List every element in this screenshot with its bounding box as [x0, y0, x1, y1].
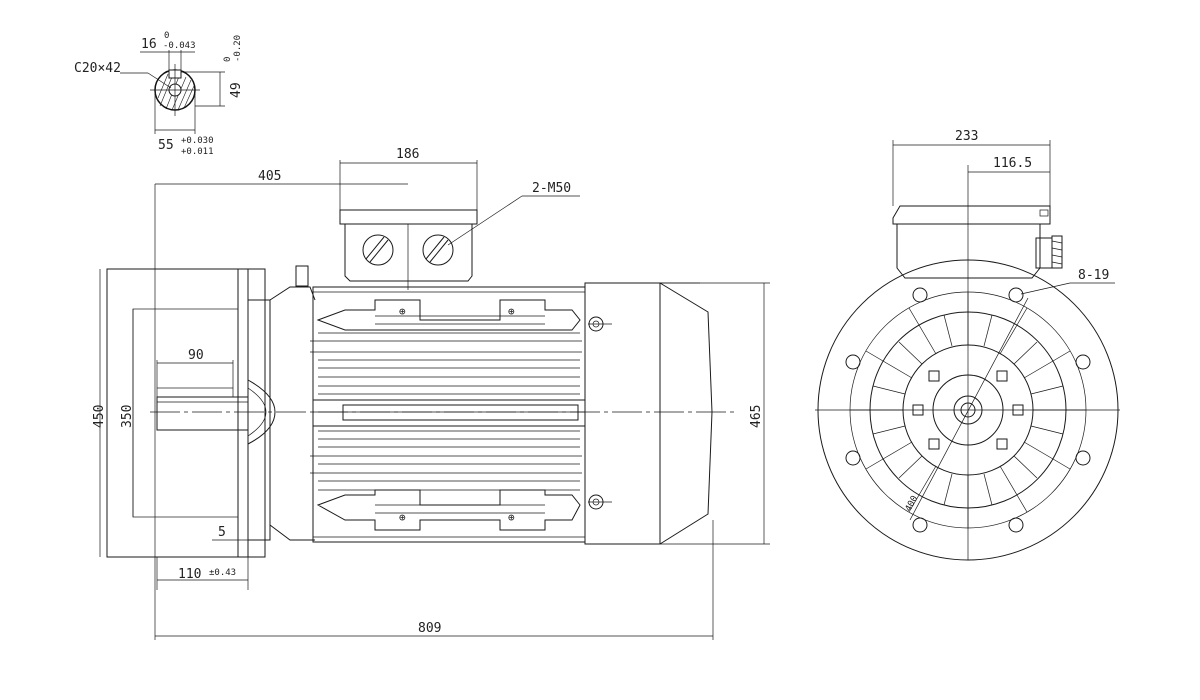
bolt-mark: ⊕ — [399, 305, 406, 318]
end-box-width-label: 233 — [955, 129, 978, 144]
flange-circle — [817, 259, 1119, 561]
center-hole-label: C20×42 — [74, 61, 121, 76]
cable-gland-label: 2-M50 — [532, 181, 571, 196]
key-height-tol-lower: -0.20 — [233, 35, 243, 62]
shaft-diameter-label: 55 — [158, 138, 174, 153]
flange-holes-label: 8-19 — [1078, 268, 1109, 283]
flange-hole — [1008, 287, 1024, 303]
terminal-box — [339, 209, 478, 290]
flange-hole — [1008, 517, 1024, 533]
end-view-dimensions: 233 116.5 8-19 400 — [892, 129, 1115, 521]
flange-holes — [845, 287, 1091, 533]
spigot-depth-label: 5 — [218, 525, 226, 540]
end-box-half-label: 116.5 — [993, 156, 1032, 171]
bolt-mark: ⊕ — [508, 305, 515, 318]
fan-ribs — [870, 312, 1066, 508]
shaft-section-view: C20×42 16 0 -0.043 49 0 -0.20 55 +0.030 … — [74, 31, 244, 157]
key-length-label: 90 — [188, 348, 204, 363]
bolt-mark: ⊕ — [508, 511, 515, 524]
end-view — [815, 165, 1120, 561]
flange-hole — [912, 517, 928, 533]
motor-frame — [312, 286, 586, 543]
bolt-mark: ⊕ — [399, 511, 406, 524]
side-view-dimensions: 186 405 2-M50 90 450 350 5 110 ±0.43 809 — [92, 147, 770, 640]
flange-diameter-label: 450 — [92, 405, 107, 428]
motor-height-label: 465 — [749, 405, 764, 428]
flange-hole — [912, 287, 928, 303]
shaft-diameter-tol-upper: +0.030 — [181, 136, 214, 146]
keyway-width-tol-upper: 0 — [164, 31, 169, 41]
flange-outline — [106, 268, 266, 558]
end-terminal-box — [892, 205, 1063, 279]
key — [156, 387, 234, 398]
key-height-label: 49 — [229, 82, 244, 98]
cooling-fins — [310, 332, 582, 491]
terminal-box-width-label: 186 — [396, 147, 419, 162]
cable-gland-1 — [362, 234, 394, 266]
side-view: ⊕ ⊕ ⊕ ⊕ — [106, 209, 735, 558]
flange-hole — [845, 450, 861, 466]
fan-cover — [584, 282, 661, 545]
terminal-box-offset-label: 405 — [258, 169, 281, 184]
spigot-diameter-label: 350 — [120, 405, 135, 428]
shaft-length-tol: ±0.43 — [209, 568, 236, 578]
shaft-length-label: 110 — [178, 567, 201, 582]
key-height-tol-upper: 0 — [223, 57, 233, 62]
flange-hole — [845, 354, 861, 370]
total-length-label: 809 — [418, 621, 441, 636]
cable-gland-2 — [422, 234, 454, 266]
outer-rib-marks — [850, 292, 1086, 528]
flange-hole — [1075, 354, 1091, 370]
flange-hole — [1075, 450, 1091, 466]
keyway-width-label: 16 — [141, 37, 157, 52]
keyway-width-tol-lower: -0.043 — [163, 41, 196, 51]
spigot-outline — [132, 308, 239, 518]
shaft-diameter-tol-lower: +0.011 — [181, 147, 214, 157]
